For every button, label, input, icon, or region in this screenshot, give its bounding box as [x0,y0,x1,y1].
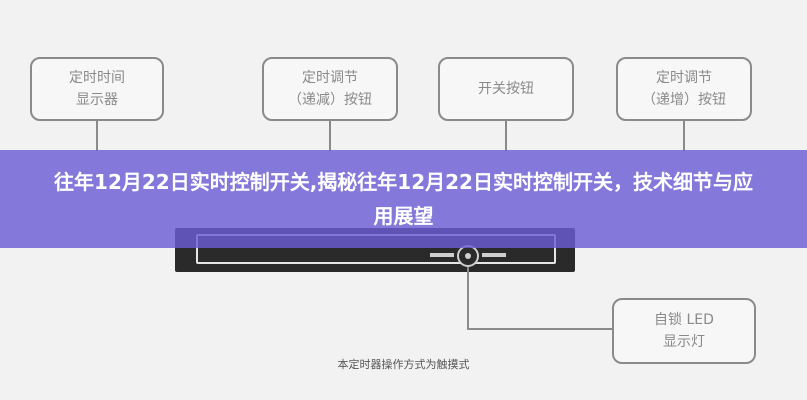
timer-minus-button-label: 定时调节 （递减）按钮 [262,57,398,121]
connector-line [467,267,469,329]
panel-minus-indicator [430,253,454,257]
box-line: （递减）按钮 [288,92,372,108]
switch-button-label: 开关按钮 [438,57,574,121]
article-title[interactable]: 往年12月22日实时控制开关,揭秘往年12月22日实时控制开关，技术细节与应用展… [54,170,753,228]
box-line: （递增）按钮 [642,92,726,108]
box-line: 显示器 [76,92,118,108]
panel-plus-indicator [482,253,506,257]
connector-line [683,121,685,151]
diagram-caption: 本定时器操作方式为触摸式 [337,358,470,371]
box-line: 开关按钮 [478,81,534,97]
connector-line [329,121,331,151]
box-line: 显示灯 [663,334,705,350]
box-line: 定时时间 [69,70,125,86]
box-line: 自锁 LED [654,312,714,328]
connector-line [467,328,612,330]
box-line: 定时调节 [656,70,712,86]
timer-display-label: 定时时间 显示器 [30,57,164,121]
title-banner: 往年12月22日实时控制开关,揭秘往年12月22日实时控制开关，技术细节与应用展… [0,150,807,248]
touch-switch-icon [457,245,479,267]
connector-line [96,121,98,151]
timer-plus-button-label: 定时调节 （递增）按钮 [616,57,752,121]
connector-line [505,121,507,151]
box-line: 定时调节 [302,70,358,86]
led-indicator-label: 自锁 LED 显示灯 [612,298,756,364]
